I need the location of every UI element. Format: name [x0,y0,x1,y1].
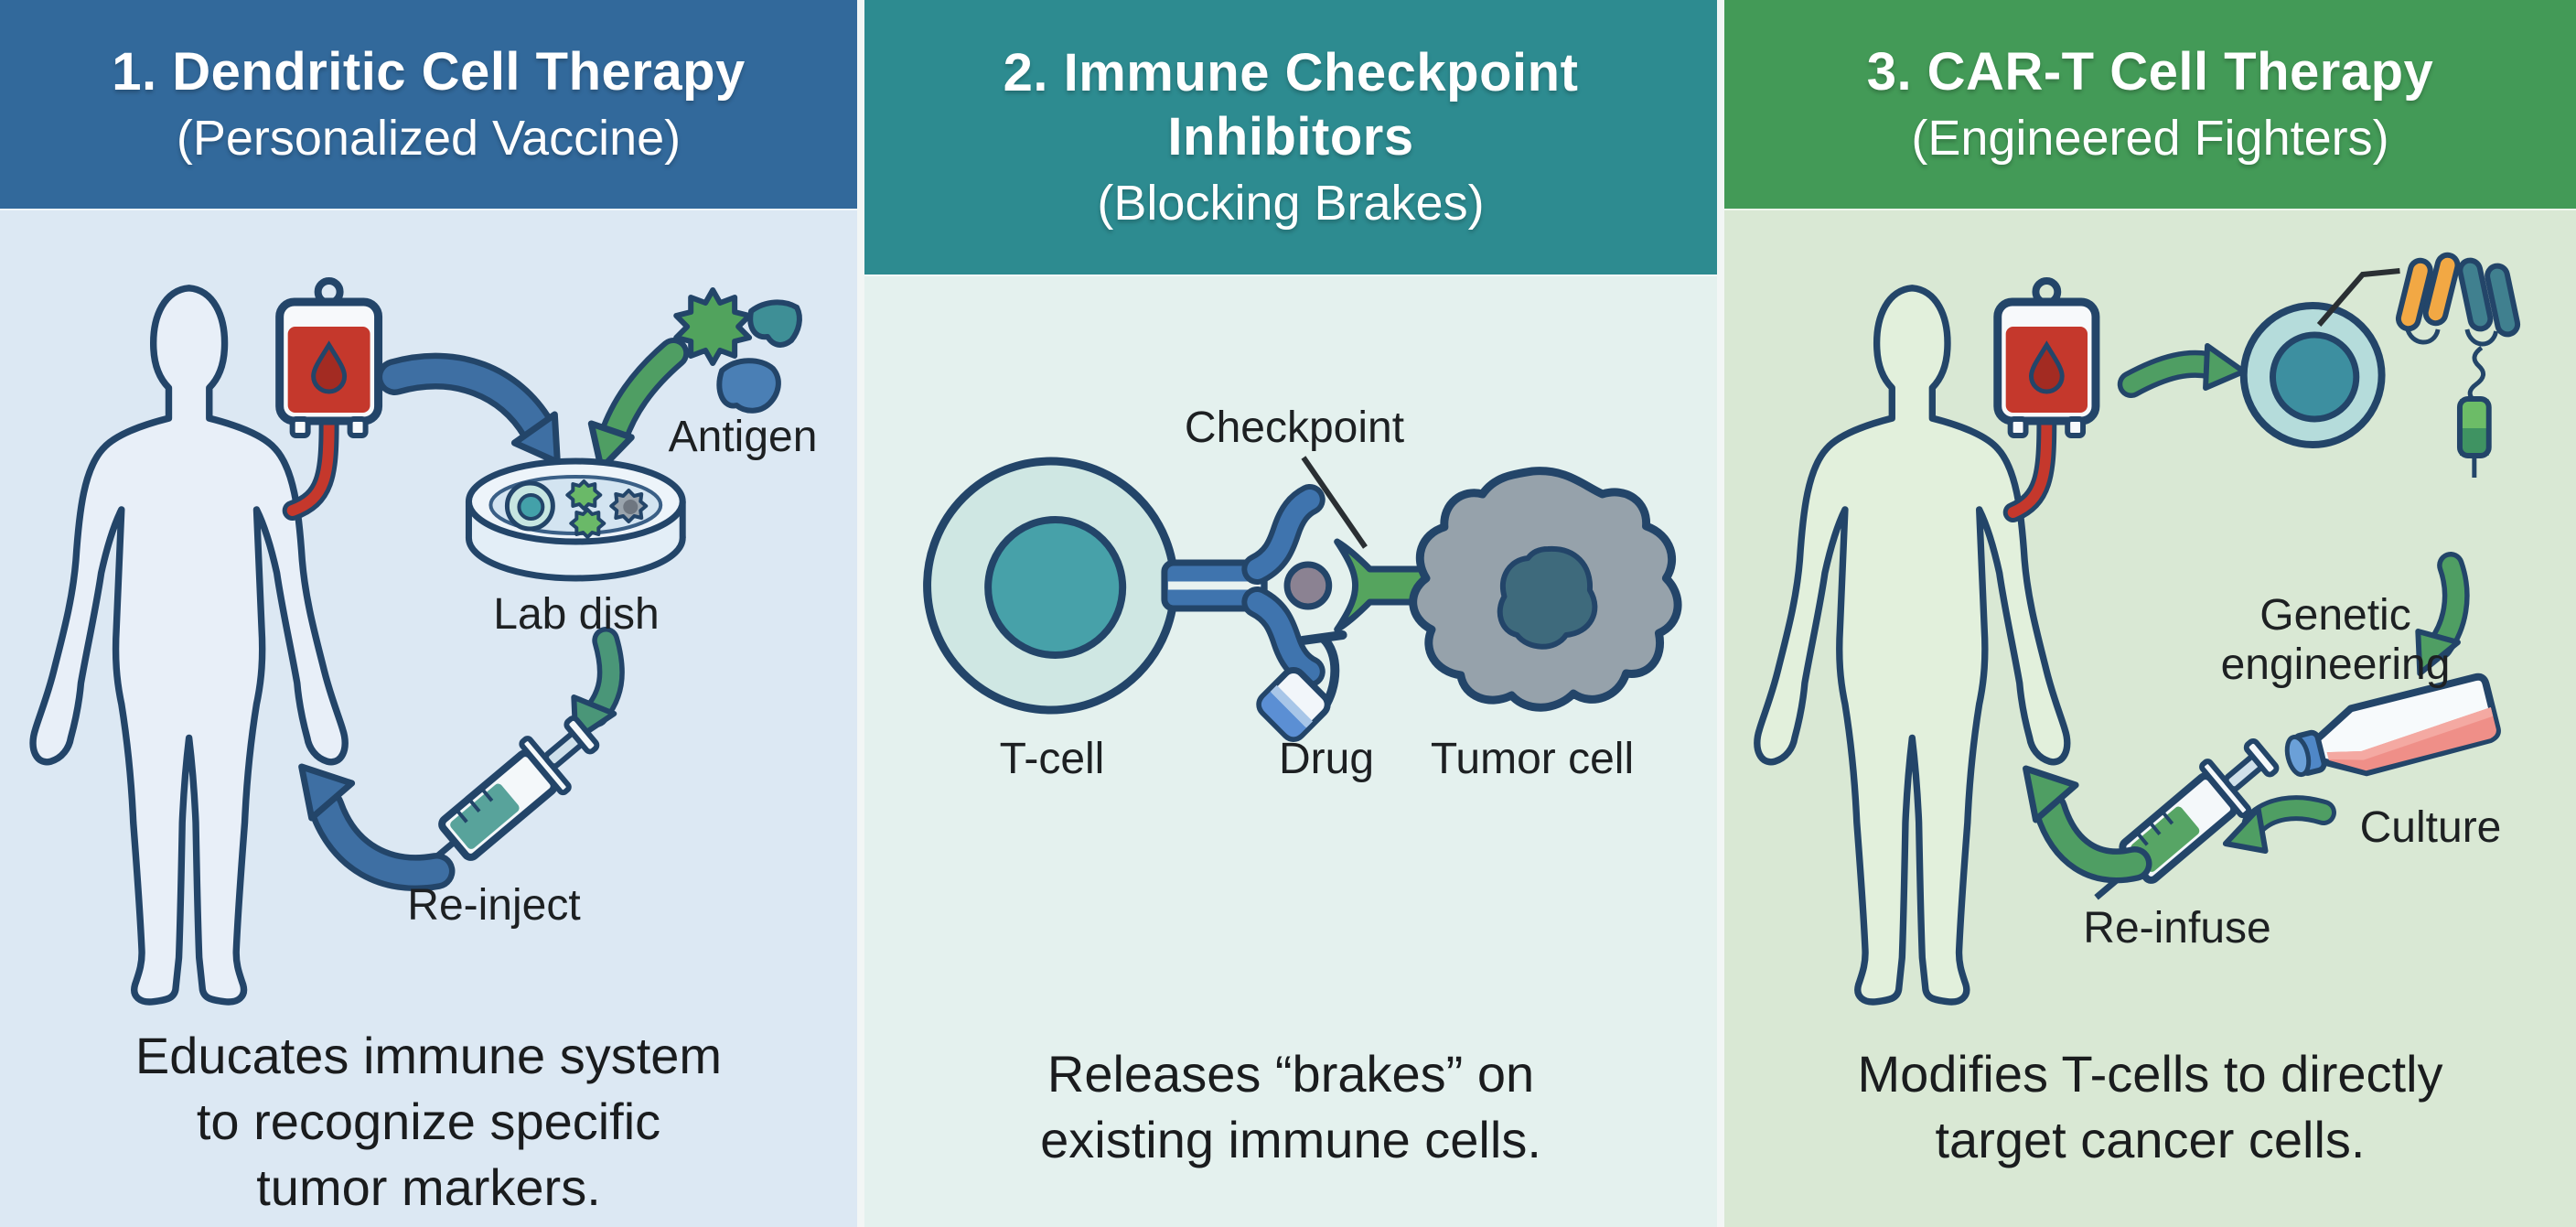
culture-flask-icon [2284,673,2501,778]
t-cell-icon [2239,302,2386,448]
blood-drop-icon [311,340,348,394]
car-pointer-line [2316,268,2400,327]
t-cell-icon [923,457,1179,715]
checkpoint-ligand-icon [1334,538,1432,633]
to-flask-arrow-icon [2415,552,2470,676]
blood-tube [282,413,339,521]
reinfuse-label: Re-infuse [2083,904,2271,953]
car-receptor-icon [2395,252,2521,478]
checkpoint-pointer-line [1301,456,1368,549]
panel-3-header: 3. CAR-T Cell Therapy (Engineered Fighte… [1724,0,2576,209]
lab-dish-label: Lab dish [493,590,660,639]
panel-1-title: 1. Dendritic Cell Therapy [112,42,746,102]
panel-1-caption: Educates immune system to recognize spec… [134,1027,723,1216]
panel-2-caption: Releases “brakes” on existing immune cel… [1040,1045,1541,1168]
blood-tube [2002,413,2057,522]
panel-2-title-line-1: 2. Immune Checkpoint [1003,43,1579,102]
panel-1-subtitle: (Personalized Vaccine) [176,111,682,166]
panel-1-illustration [29,277,802,1006]
syringe-icon [413,715,600,877]
panel-1-header: 1. Dendritic Cell Therapy (Personalized … [0,0,857,209]
return-arrow-icon [2023,765,2152,884]
return-arrow-icon [298,763,456,892]
human-body-icon [1754,285,2071,1006]
antigen-particles-icon [673,287,802,414]
tumor-cell-label: Tumor cell [1430,735,1635,783]
panel-2-title-line-2: Inhibitors [1167,107,1414,167]
panel-dendritic-cell-therapy: 1. Dendritic Cell Therapy (Personalized … [0,0,857,1227]
car-linker-squiggle [2467,345,2485,401]
flask-to-syringe-arrow-icon [2222,795,2336,854]
bag-to-cell-arrow-icon [2117,343,2247,398]
antigen-arrow-icon [587,338,690,472]
panel-3-caption: Modifies T-cells to directly target canc… [1857,1045,2443,1168]
antigen-label: Antigen [668,413,818,461]
panel-3-subtitle: (Engineered Fighters) [1911,111,2389,166]
reinject-label: Re-inject [407,881,581,930]
drug-molecule-icon [1283,561,1333,610]
genetic-engineering-label: Genetic engineering [2220,591,2451,689]
blood-bag-icon [275,277,383,438]
tumor-cell-icon [1409,467,1682,712]
panel-2-header: 2. Immune Checkpoint Inhibitors (Blockin… [864,0,1717,274]
panel-2-subtitle: (Blocking Brakes) [1097,176,1485,231]
blood-bag-icon [1993,277,2100,438]
drug-label: Drug [1278,735,1375,783]
panel-3-title: 3. CAR-T Cell Therapy [1866,42,2434,102]
panel-3-illustration [1754,252,2521,1006]
petri-dish-icon [465,457,686,582]
t-cell-label: T-cell [999,735,1105,783]
drug-diamond-icon [1256,667,1331,742]
panel-2-illustration [923,456,1682,742]
receptor-y-icon [1161,484,1326,687]
panel-car-t-cell-therapy: 3. CAR-T Cell Therapy (Engineered Fighte… [1724,0,2576,1227]
blood-drop-icon [2028,340,2065,394]
human-body-icon [29,285,349,1006]
transfer-arrow-icon [376,352,561,466]
panel-immune-checkpoint-inhibitors: 2. Immune Checkpoint Inhibitors (Blockin… [864,0,1717,1227]
culture-label: Culture [2359,803,2502,852]
checkpoint-label: Checkpoint [1184,404,1405,452]
